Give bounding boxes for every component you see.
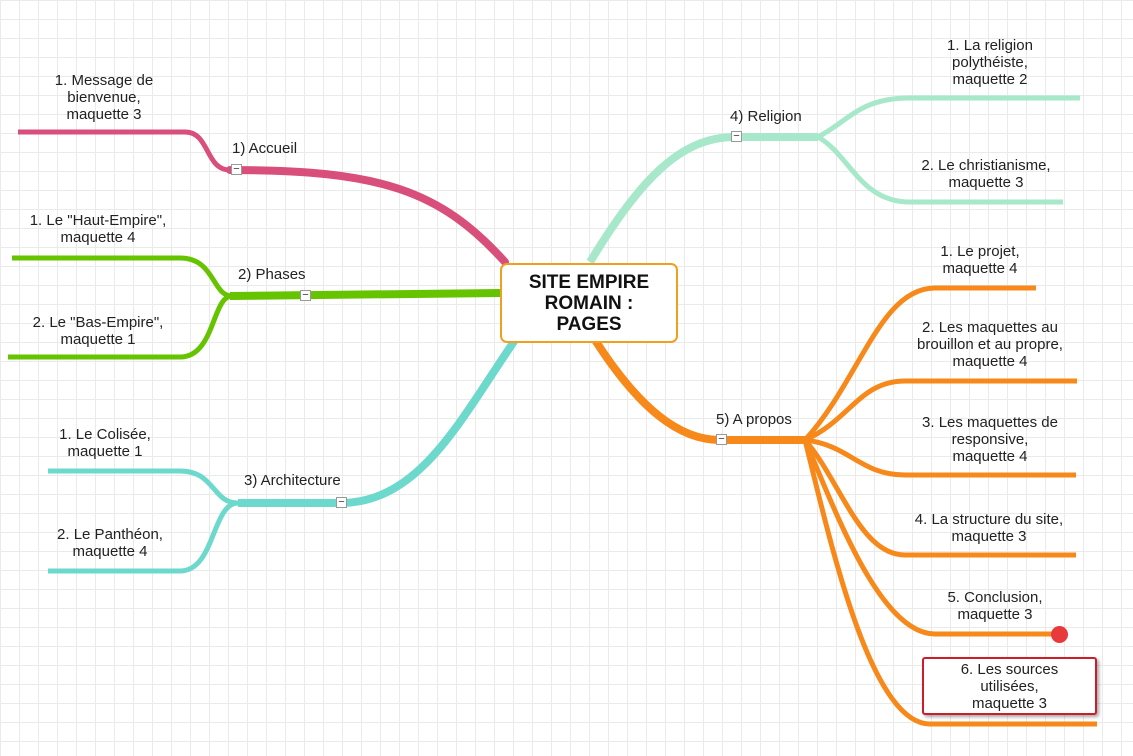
link-architecture-child-1 — [48, 468, 239, 506]
architecture-child-2-label[interactable]: 2. Le Panthéon, maquette 4 — [57, 526, 163, 560]
architecture-child-1-label[interactable]: 1. Le Colisée, maquette 1 — [59, 426, 151, 460]
link-phases-main — [229, 289, 501, 300]
apropos-child-3-label[interactable]: 3. Les maquettes de responsive, maquette… — [922, 414, 1058, 465]
branch-phases-label[interactable]: 2) Phases — [238, 266, 306, 283]
branch-religion-label[interactable]: 4) Religion — [730, 108, 802, 125]
link-apropos-child-5 — [802, 439, 1060, 637]
collapse-phases-button[interactable]: − — [300, 290, 311, 301]
religion-child-1-label[interactable]: 1. La religion polythéiste, maquette 2 — [947, 37, 1033, 88]
selected-node-frame[interactable] — [922, 657, 1097, 715]
link-apropos-child-3 — [804, 437, 1076, 478]
link-architecture-child-2 — [48, 500, 239, 574]
phases-child-1-label[interactable]: 1. Le "Haut-Empire", maquette 4 — [29, 212, 167, 246]
link-religion-child-2 — [816, 134, 1063, 205]
link-architecture-main — [238, 337, 519, 507]
collapse-apropos-button[interactable]: − — [716, 434, 727, 445]
collapse-accueil-button[interactable]: − — [231, 164, 242, 175]
apropos-child-6-label[interactable]: 6. Les sources utilisées, maquette 3 — [960, 661, 1059, 712]
apropos-child-2-label[interactable]: 2. Les maquettes au brouillon et au prop… — [917, 319, 1063, 370]
link-religion-child-1 — [816, 95, 1080, 140]
branch-architecture-label[interactable]: 3) Architecture — [244, 472, 341, 489]
collapse-religion-button[interactable]: − — [731, 131, 742, 142]
central-topic[interactable]: SITE EMPIRE ROMAIN : PAGES — [500, 263, 678, 343]
link-religion-main — [586, 133, 818, 265]
link-apropos-main — [591, 337, 805, 444]
link-accueil-child-1 — [18, 129, 231, 173]
central-topic-title: SITE EMPIRE ROMAIN : PAGES — [528, 271, 650, 335]
link-accueil-main — [226, 166, 509, 266]
link-apropos-child-6 — [802, 439, 1097, 727]
link-apropos-child-2 — [803, 378, 1077, 443]
node-marker-dot[interactable] — [1051, 626, 1068, 643]
apropos-child-5-label[interactable]: 5. Conclusion, maquette 3 — [947, 589, 1043, 623]
apropos-child-1-label[interactable]: 1. Le projet, maquette 4 — [940, 243, 1020, 277]
link-apropos-child-1 — [803, 285, 1036, 442]
link-phases-child-1 — [12, 255, 233, 299]
accueil-child-1-label[interactable]: 1. Message de bienvenue, maquette 3 — [54, 72, 154, 123]
branch-apropos-label[interactable]: 5) A propos — [716, 411, 792, 428]
link-phases-child-2 — [8, 293, 233, 360]
apropos-child-4-label[interactable]: 4. La structure du site, maquette 3 — [914, 511, 1064, 545]
link-apropos-child-4 — [803, 438, 1076, 558]
phases-child-2-label[interactable]: 2. Le "Bas-Empire", maquette 1 — [32, 314, 164, 348]
religion-child-2-label[interactable]: 2. Le christianisme, maquette 3 — [921, 157, 1051, 191]
collapse-architecture-button[interactable]: − — [336, 497, 347, 508]
branch-accueil-label[interactable]: 1) Accueil — [232, 140, 298, 157]
